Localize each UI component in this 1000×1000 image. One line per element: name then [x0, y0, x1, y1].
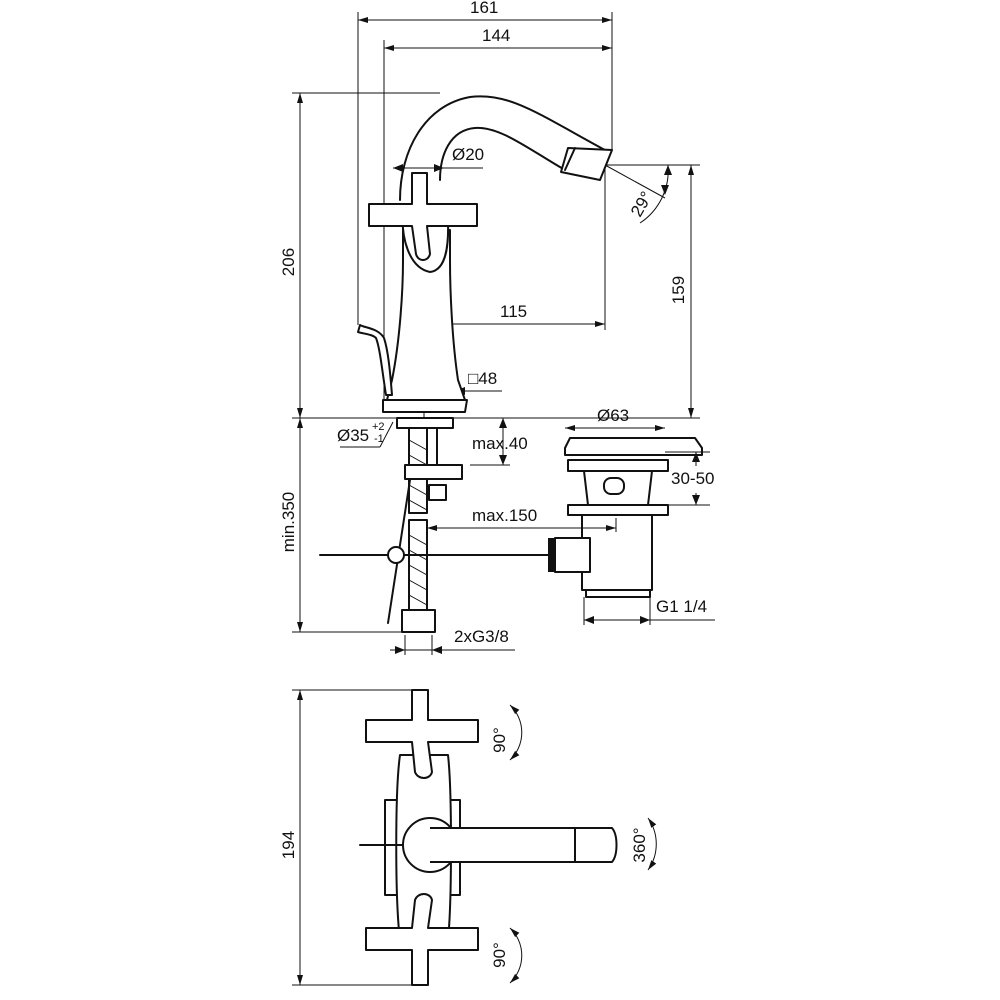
handle-bottom: [365, 893, 479, 986]
installation-view: max.40 Ø63 30-50 min.350 max.150 G1 1/4 …: [279, 406, 715, 655]
dim-max-deck-thickness: max.40: [472, 434, 528, 453]
dim-spout-height: 159: [669, 276, 688, 304]
mounting-nut: [404, 464, 463, 480]
dim-waste-thread: G1 1/4: [656, 597, 707, 616]
dim-overall-depth: 194: [279, 831, 298, 859]
top-view: 194 90° 360° 90°: [279, 689, 657, 986]
rotation-handle-top: 90°: [490, 727, 509, 753]
rotation-handle-bottom: 90°: [490, 942, 509, 968]
dim-max-rod-distance: max.150: [472, 506, 537, 525]
pop-up-waste: [548, 437, 703, 598]
hose-connector: [401, 609, 436, 633]
faucet-body: [357, 95, 613, 429]
dim-overall-height: 206: [279, 248, 298, 276]
dim-hole-diameter: Ø35: [337, 426, 369, 445]
dim-overall-width: 161: [470, 0, 498, 17]
dim-waste-diameter: Ø63: [597, 406, 629, 425]
dim-spout-diameter: Ø20: [452, 145, 484, 164]
handle-top: [365, 689, 479, 779]
dim-waste-range: 30-50: [671, 469, 714, 488]
dim-supply-connections: 2xG3/8: [454, 627, 509, 646]
dim-base-square: □48: [468, 369, 497, 388]
dim-min-clearance: min.350: [279, 492, 298, 552]
dim-hole-tol-minus: -1: [374, 433, 384, 445]
rotation-spout: 360°: [630, 827, 649, 862]
dim-hole-tol-plus: +2: [372, 421, 385, 433]
side-view: 161 144 206 159 115 Ø20 29° □48 Ø35 +2 -…: [279, 0, 700, 448]
spout-top: [430, 827, 618, 863]
dim-spout-reach-edge: 144: [482, 26, 510, 45]
dim-spout-reach: 115: [500, 302, 527, 321]
dim-spout-angle: 29°: [627, 188, 656, 220]
